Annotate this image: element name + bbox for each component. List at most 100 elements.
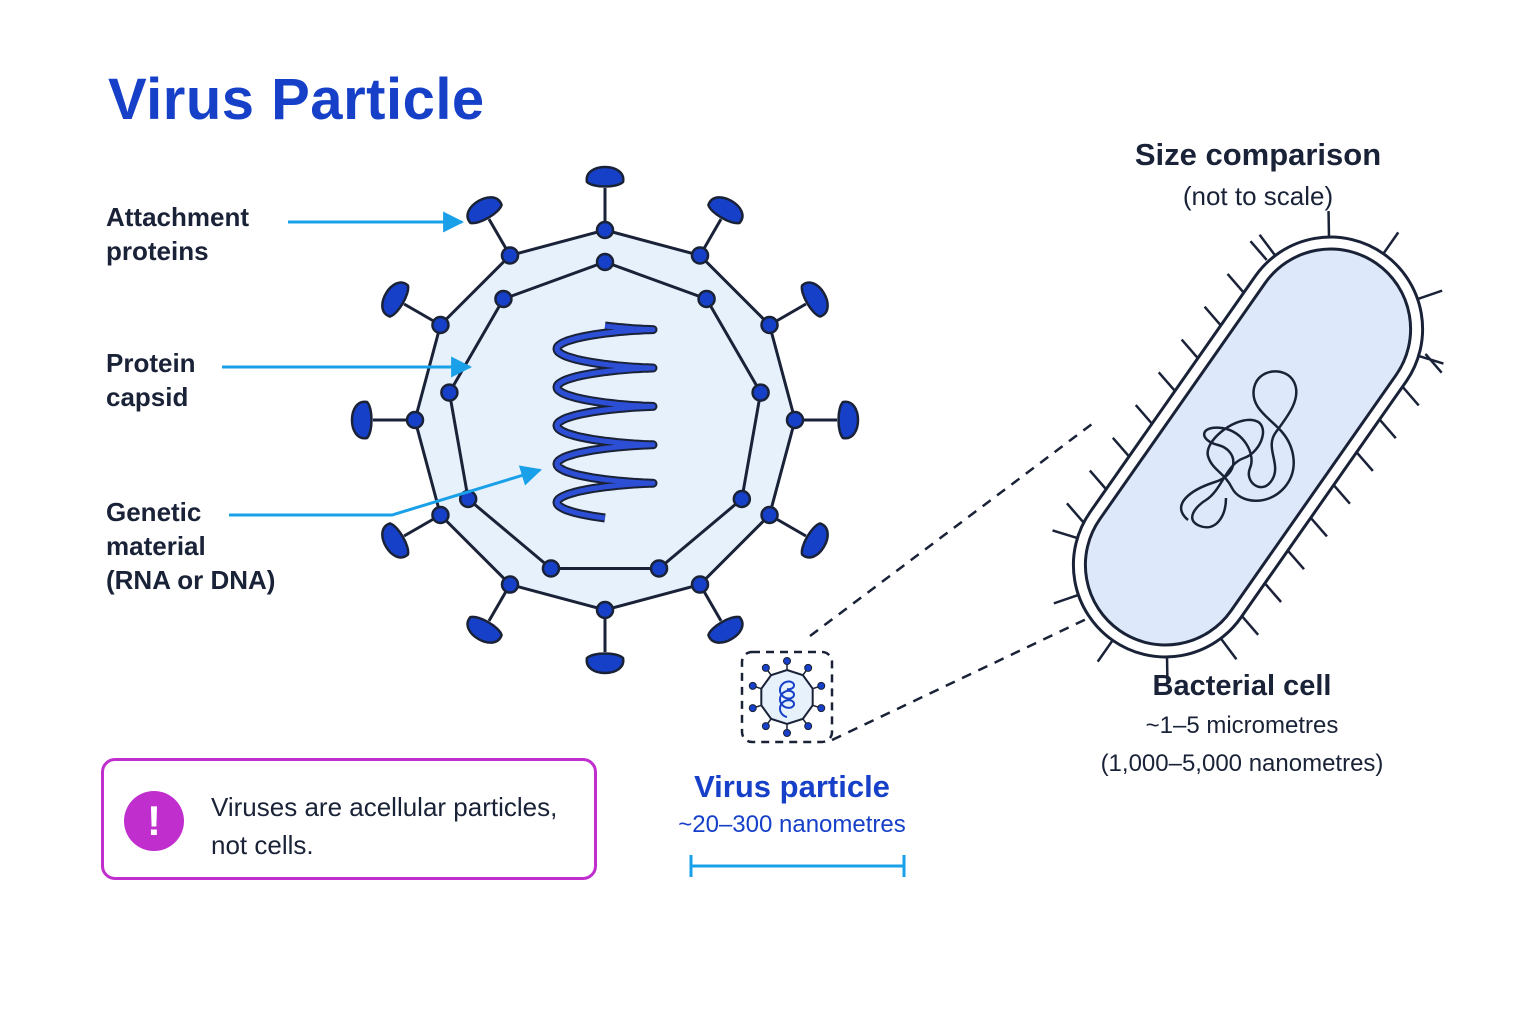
size-comparison-heading: Size comparison (not to scale) (1058, 137, 1458, 212)
attachment-protein (760, 281, 829, 335)
bacterial-pilus (1424, 353, 1443, 374)
capsid-node (751, 383, 770, 402)
bacterial-pilus (1203, 305, 1222, 327)
virus-particle-small (748, 657, 826, 737)
bacterial-pilus (1332, 484, 1351, 505)
attachment-protein (585, 165, 625, 240)
small-virus-spike-head (817, 704, 826, 713)
acellular-callout: ! Viruses are acellular particles, not c… (101, 758, 597, 880)
small-virus-spike-head (817, 681, 826, 690)
bacterial-cell-pili (1052, 211, 1444, 683)
small-virus-spike-head (748, 704, 757, 713)
bacterial-pilus (1226, 273, 1245, 294)
bacterial-pilus (1134, 404, 1153, 425)
protein-capsid (447, 260, 763, 570)
attachment-protein-spikes (350, 165, 860, 675)
bacterial-pilus (1309, 516, 1328, 538)
envelope-node (690, 575, 710, 594)
small-virus-helix (779, 680, 795, 718)
virus-scale-bar (689, 855, 906, 877)
bacterial-pilus (1401, 385, 1420, 407)
bacterial-pilus (1263, 582, 1283, 603)
envelope-node (431, 505, 450, 525)
capsid-node (732, 489, 752, 509)
attachment-proteins-label: Attachment proteins (106, 202, 250, 266)
attachment-protein (381, 281, 450, 335)
attachment-protein (381, 505, 450, 559)
bacterial-cell-size-nanometres: (1,000–5,000 nanometres) (1100, 750, 1384, 777)
bacterial-pilus (1418, 354, 1444, 365)
envelope-node (500, 575, 520, 594)
bacterial-pilus (1327, 211, 1331, 238)
small-virus-spike-head (804, 722, 813, 731)
bacterial-pilus (1165, 656, 1169, 683)
small-virus-spike-head (748, 681, 757, 690)
bacterial-pilus (1240, 615, 1260, 636)
attachment-protein (690, 196, 744, 265)
bacterial-pilus (1219, 637, 1238, 660)
bacterial-cell-caption: Bacterial cell ~1–5 micrometres (1,000–5… (1042, 670, 1442, 783)
bacterial-pilus (1417, 289, 1443, 301)
capsid-node (649, 559, 669, 578)
bacterial-dna-tangle (1180, 370, 1298, 529)
bacterial-pilus (1249, 240, 1268, 261)
capsid-node (440, 383, 459, 402)
attachment-protein (466, 196, 520, 265)
virus-particle-name: Virus particle (694, 769, 890, 804)
attachment-protein (466, 575, 520, 644)
attachment-protein (585, 600, 625, 675)
genetic-material-label: Genetic material (RNA or DNA) (106, 497, 276, 595)
bacterial-pilus (1355, 451, 1374, 472)
page-title: Virus Particle (108, 67, 485, 132)
genetic-material-helix-fill (554, 323, 656, 521)
attachment-protein (690, 575, 744, 644)
bacterial-cell-name: Bacterial cell (1152, 670, 1332, 702)
attachment-protein (785, 400, 860, 440)
small-virus-spike-head (761, 663, 770, 672)
envelope-node (500, 246, 520, 265)
virus-zoom-box (740, 650, 834, 744)
capsid-node (697, 289, 716, 309)
envelope-node (595, 220, 615, 240)
attachment-protein (350, 400, 425, 440)
bacterial-pilus (1382, 231, 1400, 255)
envelope-node (405, 410, 425, 430)
bacterial-pilus (1157, 371, 1176, 392)
bacterial-pilus (1088, 469, 1108, 491)
bacterial-pilus (1065, 502, 1085, 523)
bacterial-cell-size-micrometres: ~1–5 micrometres (1145, 712, 1339, 739)
bacterial-pilus (1111, 436, 1130, 458)
virus-particle-caption: Virus particle ~20–300 nanometres (592, 769, 992, 839)
virus-particle-size: ~20–300 nanometres (678, 811, 906, 838)
attachment-protein (760, 505, 829, 559)
size-comparison-subtitle: (not to scale) (1182, 181, 1334, 211)
protein-capsid-label: Protein capsid (106, 348, 196, 412)
callout-text: Viruses are acellular particles, not cel… (211, 792, 558, 860)
small-virus-spike-head (783, 657, 791, 665)
size-comparison-title: Size comparison (1134, 137, 1382, 172)
small-virus-spike-head (761, 722, 770, 731)
virus-particle-illustration (350, 165, 860, 675)
envelope-node (760, 505, 779, 525)
bacterial-pilus (1180, 338, 1199, 360)
zoom-line-top (809, 423, 1093, 637)
envelope-node (690, 246, 710, 265)
bacterial-pilus (1286, 549, 1305, 571)
exclamation-icon: ! (124, 791, 184, 851)
capsid-node (595, 252, 615, 272)
genetic-material-arrow (229, 465, 543, 517)
bacterial-pilus (1053, 593, 1079, 605)
bacterial-pilus (1378, 418, 1397, 439)
envelope-node (595, 600, 615, 620)
envelope-node (431, 315, 450, 335)
capsid-node (541, 559, 561, 578)
small-virus-spike-head (804, 663, 813, 672)
bacterial-pilus (1096, 639, 1114, 663)
capsid-node (494, 289, 513, 309)
bacterial-pilus (1258, 234, 1277, 257)
small-virus-spike-head (783, 729, 791, 737)
envelope-node (760, 315, 779, 335)
small-virus-envelope (760, 668, 814, 726)
